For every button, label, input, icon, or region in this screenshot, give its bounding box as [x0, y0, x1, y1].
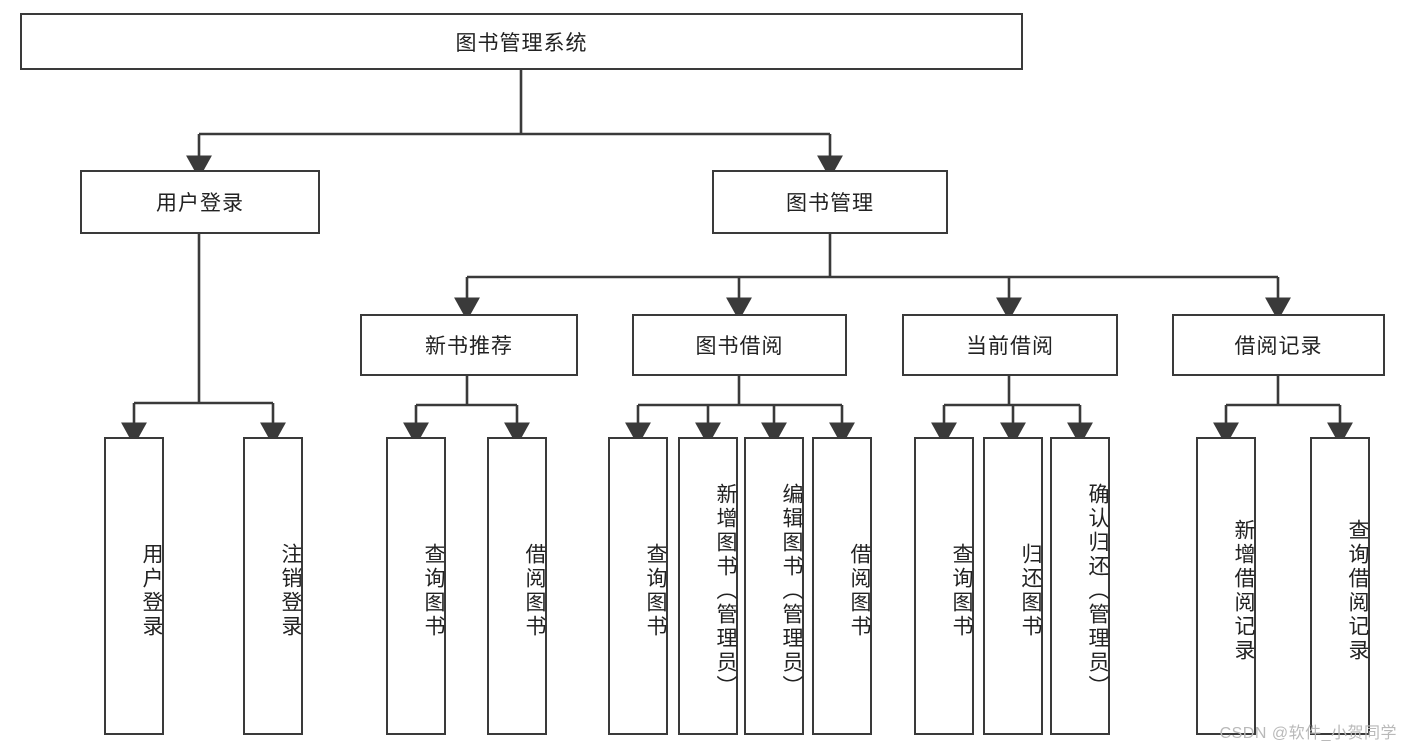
node-root[interactable]: 图书管理系统	[20, 13, 1023, 70]
node-book-management[interactable]: 图书管理	[712, 170, 948, 234]
node-current-borrow[interactable]: 当前借阅	[902, 314, 1118, 376]
node-new-book-recommend[interactable]: 新书推荐	[360, 314, 578, 376]
leaf-query-book-recommend[interactable]: 查询图书	[386, 437, 446, 735]
leaf-query-borrow-record[interactable]: 查询借阅记录	[1310, 437, 1370, 735]
node-book-borrow[interactable]: 图书借阅	[632, 314, 847, 376]
leaf-return-book[interactable]: 归还图书	[983, 437, 1043, 735]
leaf-logout[interactable]: 注销登录	[243, 437, 303, 735]
leaf-add-borrow-record[interactable]: 新增借阅记录	[1196, 437, 1256, 735]
watermark: CSDN @软件_小贺同学	[1219, 725, 1397, 742]
node-borrow-record[interactable]: 借阅记录	[1172, 314, 1385, 376]
leaf-add-book-admin[interactable]: 新增图书（管理员）	[678, 437, 738, 735]
leaf-borrow-book[interactable]: 借阅图书	[812, 437, 872, 735]
leaf-query-book-current[interactable]: 查询图书	[914, 437, 974, 735]
leaf-edit-book-admin[interactable]: 编辑图书（管理员）	[744, 437, 804, 735]
leaf-borrow-book-recommend[interactable]: 借阅图书	[487, 437, 547, 735]
leaf-user-login[interactable]: 用户登录	[104, 437, 164, 735]
node-user-login[interactable]: 用户登录	[80, 170, 320, 234]
leaf-query-book-borrow[interactable]: 查询图书	[608, 437, 668, 735]
leaf-confirm-return-admin[interactable]: 确认归还（管理员）	[1050, 437, 1110, 735]
